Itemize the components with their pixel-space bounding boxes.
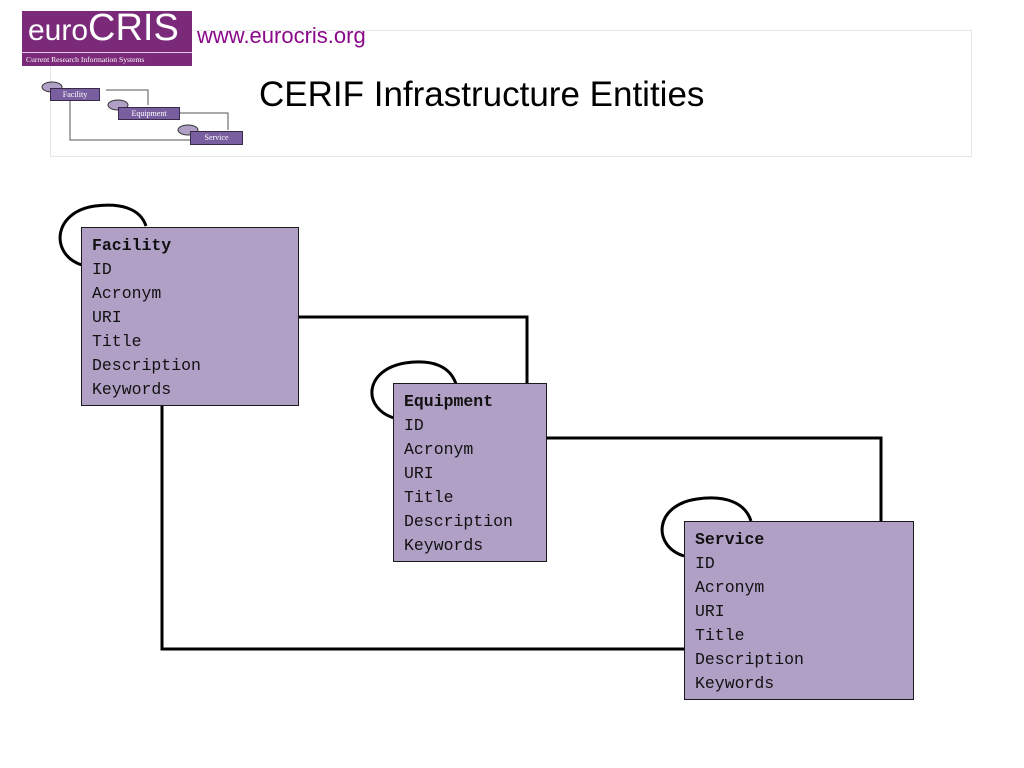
entity-attribute: Title: [92, 332, 142, 351]
equipment-self-loop: [370, 360, 458, 420]
entity-attribute: Title: [695, 626, 745, 645]
facility-equipment-connector: [298, 315, 529, 384]
logo-cris-text: CRIS: [88, 11, 179, 49]
entity-attribute: Keywords: [404, 536, 484, 555]
entity-name: Equipment: [404, 392, 494, 411]
entity-attribute: Title: [404, 488, 454, 507]
entity-equipment[interactable]: Equipment ID Acronym URI Title Descripti…: [393, 383, 547, 562]
entity-attribute: ID: [695, 554, 715, 573]
entity-attribute: ID: [92, 260, 112, 279]
mini-label-service: Service: [190, 131, 243, 145]
eurocris-logo[interactable]: euroCRIS Current Research Information Sy…: [22, 11, 192, 66]
entity-name: Facility: [92, 236, 172, 255]
entity-attribute: URI: [695, 602, 725, 621]
entity-attribute: Keywords: [92, 380, 172, 399]
site-url-link[interactable]: www.eurocris.org: [197, 23, 366, 48]
service-self-loop: [660, 496, 753, 558]
entity-attribute: ID: [404, 416, 424, 435]
mini-label-facility: Facility: [50, 88, 100, 101]
mini-facility-service-line: [69, 100, 194, 141]
mini-label-equipment: Equipment: [118, 107, 180, 120]
entity-attribute: Description: [695, 650, 804, 669]
equipment-service-connector: [546, 436, 883, 521]
entity-attribute: Description: [92, 356, 201, 375]
entity-attribute: Description: [404, 512, 513, 531]
mini-equipment-service-line: [180, 112, 229, 130]
logo-wordmark: euroCRIS: [28, 11, 179, 47]
logo-euro-text: euro: [28, 14, 89, 47]
entity-attribute: URI: [92, 308, 122, 327]
facility-self-loop: [58, 203, 148, 267]
entity-name: Service: [695, 530, 765, 549]
slide-title: CERIF Infrastructure Entities: [259, 75, 705, 114]
entity-attribute: Acronym: [92, 284, 162, 303]
entity-attribute: URI: [404, 464, 434, 483]
mini-facility-equipment-line: [106, 89, 149, 105]
logo-tagline: Current Research Information Systems: [22, 52, 192, 66]
facility-service-connector: [160, 406, 684, 651]
entity-attribute: Acronym: [695, 578, 765, 597]
entity-attribute: Acronym: [404, 440, 474, 459]
entity-attribute: Keywords: [695, 674, 775, 693]
entity-service[interactable]: Service ID Acronym URI Title Description…: [684, 521, 914, 700]
entity-facility[interactable]: Facility ID Acronym URI Title Descriptio…: [81, 227, 299, 406]
